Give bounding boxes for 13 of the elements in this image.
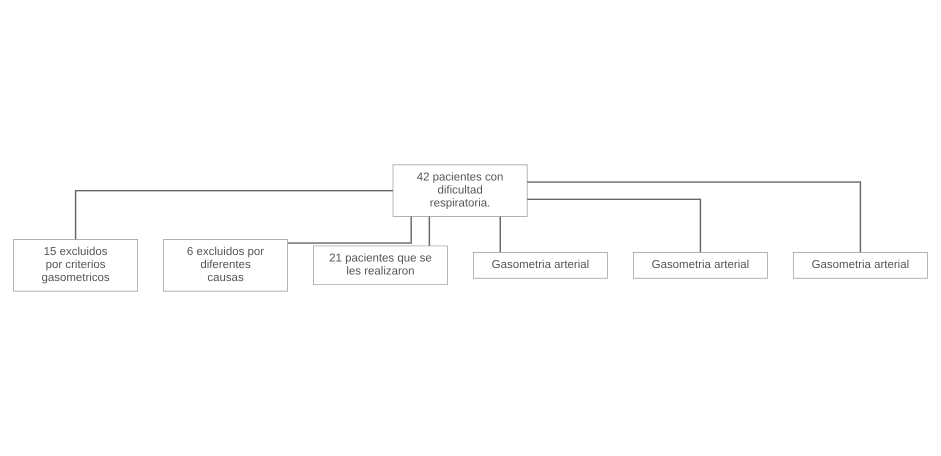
connector — [288, 216, 412, 244]
node-box: Gasometria arterial — [792, 252, 928, 279]
node-box: 21 pacientes que se les realizaron — [313, 246, 448, 286]
node-box: 15 excluidos por criterios gasometricos — [13, 239, 138, 292]
connector — [527, 198, 702, 252]
node-box: 42 pacientes con dificultad respiratoria. — [392, 164, 528, 217]
connector — [527, 181, 862, 252]
connector — [428, 216, 430, 246]
node-box: Gasometria arterial — [473, 252, 608, 279]
node-box: 6 excluidos por diferentes causas — [163, 239, 288, 292]
connector — [500, 216, 501, 252]
node-box: Gasometria arterial — [633, 252, 768, 279]
connector — [74, 190, 393, 240]
